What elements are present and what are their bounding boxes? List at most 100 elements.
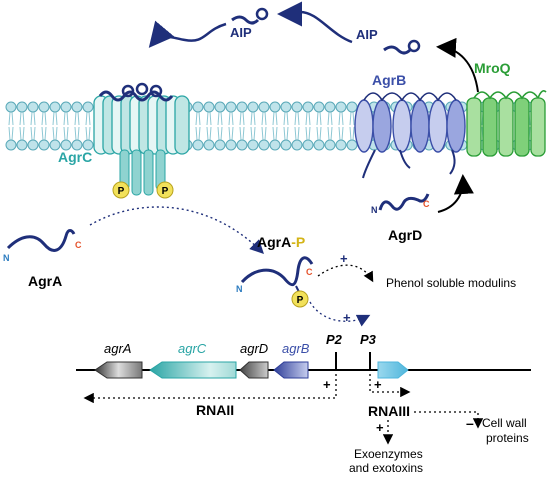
mroq-helix (530, 97, 546, 157)
cell-wall-label-line1: Cell wall (482, 416, 527, 430)
aip-right-label: AIP (356, 27, 378, 42)
exoenzyme-plus-sign: + (376, 420, 384, 435)
gene-agrc-arrow (149, 361, 237, 379)
lipid-head (71, 139, 83, 151)
agrd-peptide: N C (371, 193, 430, 215)
promoter-activation-arrow (309, 301, 371, 327)
rnaii-transcript-arrow (83, 374, 337, 404)
lipid-head (236, 139, 248, 151)
aip-bound-to-agrc (98, 90, 174, 102)
lipid-head (313, 101, 325, 113)
aip-export-arrow (436, 37, 479, 93)
agra-response-regulator: N C (3, 229, 82, 263)
agrb-label: AgrB (372, 72, 406, 88)
lipid-head (291, 139, 303, 151)
rnaiii-plus-sign: + (374, 377, 382, 392)
gene-agrc-label: agrC (178, 341, 207, 356)
gene-agrd-label: agrD (240, 341, 268, 356)
promoter-p2-label: P2 (326, 332, 343, 347)
agra-p-n-terminus: N (236, 284, 243, 294)
psm-plus-sign: + (340, 251, 348, 266)
lipid-head (16, 101, 28, 113)
mroq-label: MroQ (474, 60, 511, 76)
psm-label: Phenol soluble modulins (386, 276, 516, 290)
lipid-head (82, 101, 94, 113)
agrb-protein (354, 92, 466, 153)
cell-wall-repression-arrow (414, 411, 484, 429)
lipid-head (302, 101, 314, 113)
lipid-head (60, 101, 72, 113)
aip-to-agrc-arrow (148, 20, 227, 48)
phosphotransfer-arrow (89, 206, 264, 254)
promoter-p3-label: P3 (360, 332, 377, 347)
lipid-head (38, 139, 50, 151)
agra-c-terminus: C (75, 240, 82, 250)
lipid-head (203, 101, 215, 113)
agrc-helix (174, 95, 190, 155)
lipid-head (192, 101, 204, 113)
agrb-helix (354, 99, 374, 153)
mroq-helix (498, 97, 514, 157)
exoenzyme-label-line2: and exotoxins (349, 461, 423, 475)
agra-phosphate-icon: P (291, 290, 309, 308)
gene-agrd-arrow (239, 361, 269, 379)
lipid-head (225, 139, 237, 151)
gene-agrb-arrow (273, 361, 309, 379)
lipid-head (203, 139, 215, 151)
lipid-head (49, 101, 61, 113)
lipid-head (225, 101, 237, 113)
lipid-head (38, 101, 50, 113)
gene-agra-arrow (94, 361, 143, 379)
lipid-head (236, 101, 248, 113)
agrd-processing-arrow (437, 174, 474, 213)
agrd-n-terminus: N (371, 205, 378, 215)
agra-p-phosphorylated: N C P (236, 256, 314, 308)
lipid-head (335, 101, 347, 113)
lipid-head (5, 101, 17, 113)
cell-wall-label-line2: proteins (486, 431, 529, 445)
mroq-protein (466, 90, 547, 157)
lipid-head (258, 101, 270, 113)
phosphate-right-icon: P (156, 181, 174, 199)
gene-rnaiii-arrow (377, 361, 409, 379)
exoenzyme-label-line1: Exoenzymes (354, 447, 423, 461)
agrb-helix (446, 99, 466, 153)
phosphate-left-icon: P (112, 181, 130, 199)
agrb-helix (392, 99, 412, 153)
aip-diffusion-arrow (277, 1, 353, 44)
lipid-head (247, 101, 259, 113)
agra-p-c-terminus: C (306, 267, 313, 277)
gene-agra-label: agrA (104, 341, 131, 356)
svg-text:P: P (162, 186, 169, 197)
svg-text:P: P (297, 295, 304, 306)
rnaii-label: RNAII (196, 402, 234, 418)
svg-text:P: P (118, 186, 125, 197)
lipid-head (16, 139, 28, 151)
agr-locus: agrA agrC agrD agrB P2 P3 (76, 332, 531, 379)
lipid-head (335, 139, 347, 151)
agrd-c-terminus: C (423, 199, 430, 209)
agra-n-terminus: N (3, 253, 10, 263)
lipid-head (214, 139, 226, 151)
lipid-head (346, 101, 358, 113)
lipid-head (27, 101, 39, 113)
lipid-head (291, 101, 303, 113)
agrb-helix (410, 99, 430, 153)
mroq-helix (482, 97, 498, 157)
aip-right: AIP (356, 27, 421, 55)
agra-label: AgrA (28, 273, 62, 289)
gene-agrb-label: agrB (282, 341, 310, 356)
rnaiii-transcript-arrow (369, 374, 411, 398)
lipid-head (324, 139, 336, 151)
cell-wall-minus-sign: – (466, 415, 474, 431)
agrb-helix (372, 99, 392, 153)
agrd-label: AgrD (388, 227, 422, 243)
lipid-head (49, 139, 61, 151)
rnaii-plus-sign: + (323, 377, 331, 392)
rnaiii-label: RNAIII (368, 403, 410, 419)
agra-p-label: AgrA-P (257, 234, 305, 250)
agrc-label: AgrC (58, 149, 92, 165)
lipid-head (346, 139, 358, 151)
agrc-receptor: P P (93, 82, 190, 199)
